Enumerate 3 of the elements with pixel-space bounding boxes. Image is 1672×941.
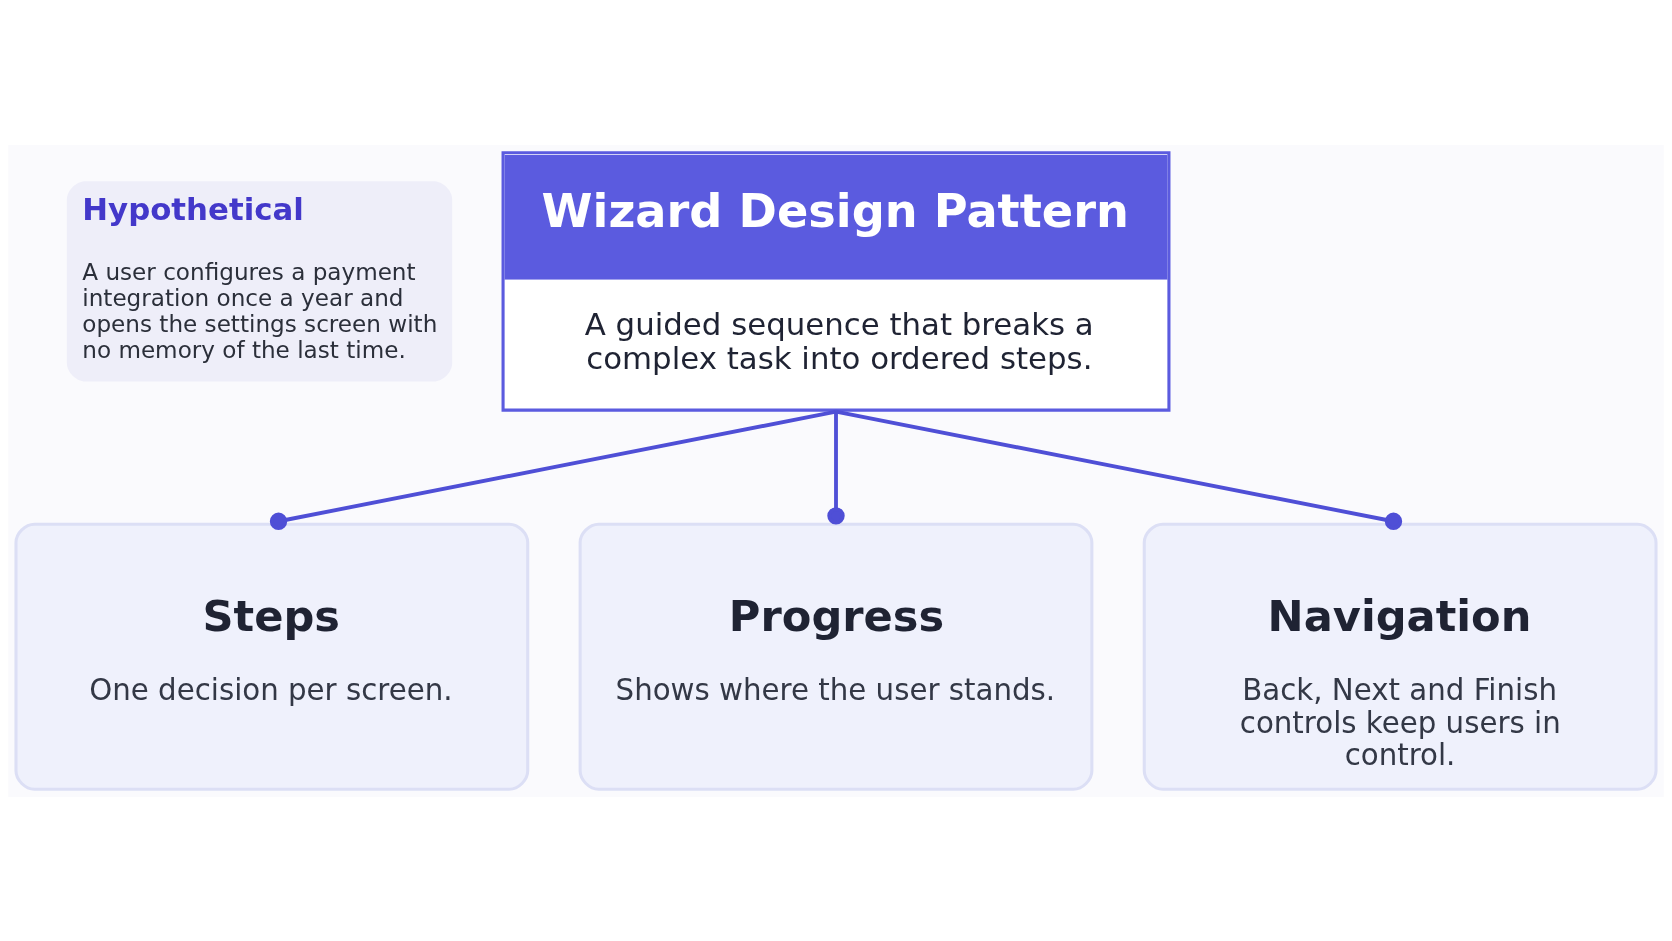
connector <box>835 409 1403 530</box>
connector <box>827 411 845 525</box>
connector <box>269 409 837 530</box>
